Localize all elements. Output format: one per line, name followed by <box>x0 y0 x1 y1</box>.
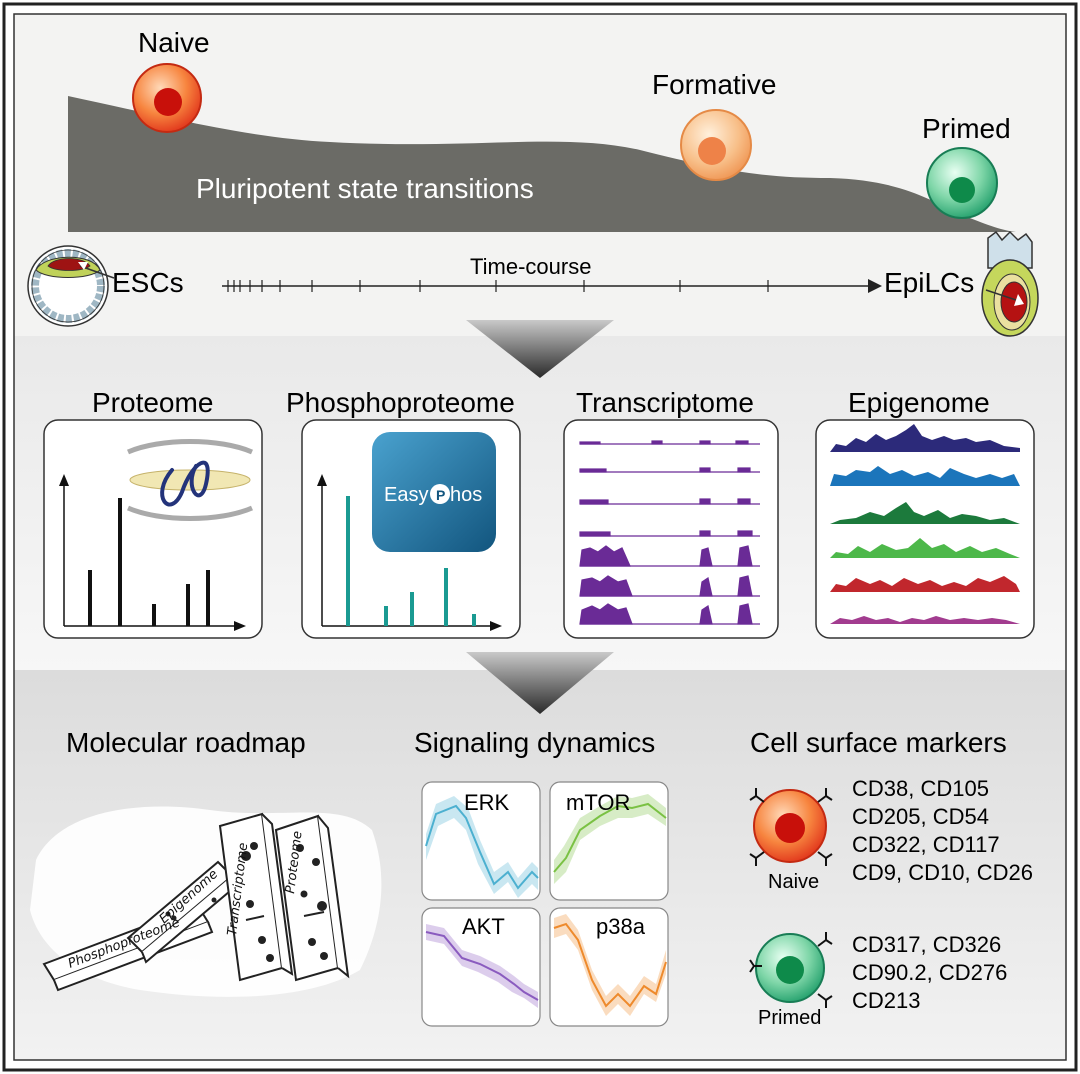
pluripotency-landscape <box>68 96 1016 232</box>
landscape-label: Pluripotent state transitions <box>196 173 534 204</box>
flow-arrow-icon <box>466 652 614 714</box>
timeline-start-label: ESCs <box>112 267 184 298</box>
domino-roadmap-illustration: Phosphoproteome Epigenome Transcriptome … <box>30 806 382 997</box>
phosphoproteome-panel: Easy P hos <box>301 419 521 639</box>
easyphos-logo-icon: Easy P hos <box>372 432 496 552</box>
primed-marker-line: CD213 <box>852 988 920 1013</box>
primed-marker-line: CD317, CD326 <box>852 932 1001 957</box>
naive-marker-line: CD9, CD10, CD26 <box>852 860 1033 885</box>
epigenome-title: Epigenome <box>848 387 990 418</box>
roadmap-title: Molecular roadmap <box>66 727 306 758</box>
formative-cell-icon <box>680 109 752 181</box>
timeline-label: Time-course <box>470 254 591 279</box>
easyphos-text-right: hos <box>450 484 482 506</box>
markers-title: Cell surface markers <box>750 727 1007 758</box>
akt-label: AKT <box>462 914 505 939</box>
primed-marker-cell-icon <box>749 932 833 1008</box>
svg-text:P: P <box>436 487 445 503</box>
signaling-panel-akt: AKT <box>421 907 541 1027</box>
mass-spec-icon <box>126 439 254 521</box>
epigenome-panel <box>815 419 1035 639</box>
easyphos-text-left: Easy <box>384 484 428 506</box>
primed-marker-line: CD90.2, CD276 <box>852 960 1007 985</box>
flow-arrow-icon <box>466 320 614 378</box>
naive-marker-cell-icon <box>749 788 833 866</box>
naive-marker-line: CD38, CD105 <box>852 776 989 801</box>
signaling-panel-mtor: mTOR <box>549 781 669 901</box>
primed-cell-icon <box>926 147 998 219</box>
phosphoproteome-title: Phosphoproteome <box>286 387 515 418</box>
naive-marker-line: CD322, CD117 <box>852 832 1000 857</box>
erk-label: ERK <box>464 790 510 815</box>
timeline-end-label: EpiLCs <box>884 267 974 298</box>
blastocyst-icon <box>27 245 115 327</box>
inner-frame <box>13 13 1067 1061</box>
naive-cell-icon <box>132 63 202 133</box>
mtor-label: mTOR <box>566 790 630 815</box>
primed-state-label: Primed <box>922 113 1011 144</box>
proteome-title: Proteome <box>92 387 213 418</box>
transcriptome-panel <box>563 419 779 639</box>
signaling-panel-erk: ERK <box>421 781 541 901</box>
proteome-panel <box>43 419 263 639</box>
naive-state-label: Naive <box>138 27 210 58</box>
signaling-panel-p38a: p38a <box>549 907 669 1027</box>
signaling-title: Signaling dynamics <box>414 727 655 758</box>
formative-state-label: Formative <box>652 69 776 100</box>
transcriptome-title: Transcriptome <box>576 387 754 418</box>
timeline-axis <box>222 279 882 293</box>
primed-marker-label: Primed <box>758 1007 821 1029</box>
naive-marker-line: CD205, CD54 <box>852 804 989 829</box>
naive-marker-label: Naive <box>768 871 819 893</box>
p38a-label: p38a <box>596 914 646 939</box>
egg-cylinder-icon <box>981 230 1039 337</box>
